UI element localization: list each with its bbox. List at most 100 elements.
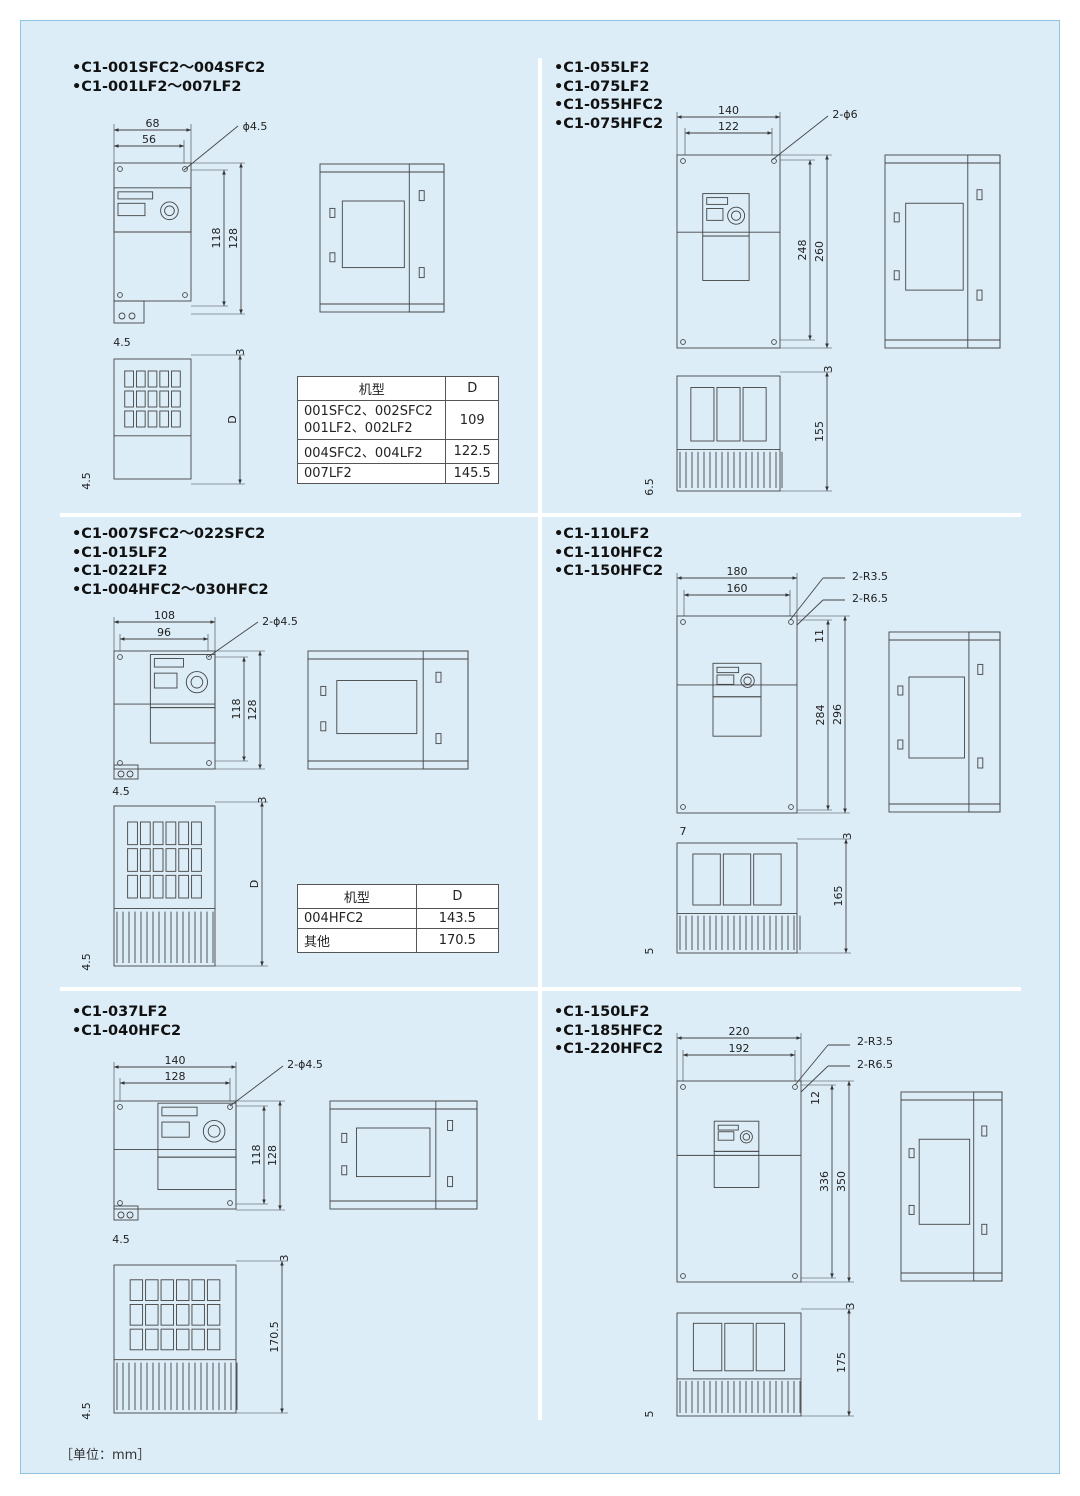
vent-slot: [152, 848, 164, 872]
vent-slot: [129, 1304, 144, 1326]
dimension-label: 3: [256, 797, 269, 804]
model-name: •C1-055LF2: [554, 60, 650, 76]
vent-slot: [124, 390, 134, 408]
model-name: •C1-001SFC2～004SFC2: [72, 60, 266, 76]
keypad-button: [706, 208, 724, 221]
side-slot: [435, 671, 442, 683]
dial-knob-icon: [742, 1133, 751, 1141]
vent-slot: [755, 1322, 786, 1372]
model-name: •C1-040HFC2: [72, 1022, 182, 1039]
model-name: •C1-037LF2: [72, 1004, 168, 1020]
side-slot: [976, 289, 983, 301]
vent-slot: [129, 1279, 144, 1301]
leader-line: [796, 599, 824, 626]
table-cell-depth: 122.5: [445, 439, 499, 464]
heatsink-profile: [973, 1091, 1003, 1282]
side-slot: [418, 190, 425, 202]
model-name: •C1-110HFC2: [554, 544, 664, 561]
vent-slot: [135, 370, 146, 388]
dimension-label: 5: [643, 948, 656, 955]
dimension-label: 128: [165, 1070, 186, 1083]
keypad-button: [717, 1131, 735, 1141]
terminal-screw-icon: [118, 312, 126, 320]
mounting-hole: [792, 1273, 798, 1279]
table-row: 004HFC2 143.5: [297, 908, 500, 929]
side-slot: [435, 733, 442, 745]
side-panel-recess: [905, 202, 964, 291]
vent-slot: [145, 1279, 159, 1301]
model-name: •C1-055HFC2: [554, 97, 664, 114]
table-row: 001SFC2、002SFC2 001LF2、002LF2 109: [296, 400, 499, 440]
vent-slot: [178, 874, 190, 899]
vent-slot: [139, 821, 151, 846]
leader-line: [229, 1065, 284, 1107]
side-slot: [897, 739, 904, 750]
model-name: •C1-150LF2: [554, 1004, 650, 1020]
vent-slot: [127, 848, 138, 872]
model-name: •C1-075HFC2: [554, 115, 664, 132]
side-slot: [447, 1119, 454, 1131]
dimension-label: 4.5: [113, 336, 131, 349]
dimension-label: 175: [835, 1352, 848, 1373]
display-window: [153, 658, 184, 668]
terminal-cover: [702, 235, 750, 281]
keypad-button: [716, 674, 735, 685]
dimension-label: 6.5: [643, 478, 656, 496]
vent-slot: [178, 821, 190, 846]
vent-slot: [176, 1279, 190, 1301]
dimension-label: 220: [729, 1025, 750, 1038]
terminal-screw-icon: [128, 312, 136, 320]
dimension-label: 2-R3.5: [852, 570, 888, 583]
dimension-label: D: [248, 880, 261, 888]
mounting-hole: [117, 1200, 123, 1206]
dimension-label: 260: [813, 241, 826, 262]
vent-slot: [191, 1328, 205, 1351]
model-name: •C1-150HFC2: [554, 563, 664, 580]
dimension-label: 2-R3.5: [857, 1035, 893, 1048]
keypad-button: [117, 202, 146, 217]
vent-slot: [159, 410, 170, 428]
dial-knob-icon: [743, 676, 752, 685]
heatsink-profile: [408, 163, 445, 313]
side-slot: [447, 1176, 454, 1188]
vent-slot: [692, 1322, 723, 1372]
horizontal-divider-2: [60, 987, 1021, 991]
vent-slot: [152, 874, 164, 899]
vent-slot: [145, 1304, 159, 1326]
model-name: •C1-015LF2: [72, 544, 168, 561]
vent-slot: [127, 821, 138, 846]
vent-slot: [716, 387, 741, 442]
mounting-hole: [227, 1104, 233, 1110]
vent-slot: [176, 1304, 190, 1326]
foot-bracket: [113, 764, 139, 780]
vent-slot: [147, 410, 158, 428]
side-slot: [981, 1125, 988, 1137]
dimension-label: 296: [831, 704, 844, 725]
vent-slot: [191, 1279, 205, 1301]
side-slot: [893, 270, 900, 281]
side-slot: [976, 189, 983, 201]
terminal-screw-icon: [117, 1211, 125, 1219]
unit-label: ［单位：mm］: [60, 1448, 151, 1463]
dimension-label: 4.5: [80, 1402, 93, 1420]
side-view-outline: [900, 1091, 1003, 1282]
vent-slot: [690, 387, 715, 442]
mounting-hole: [117, 1104, 123, 1110]
model-list-s5: •C1-037LF2 •C1-040HFC2: [72, 1003, 181, 1040]
dimension-label: 192: [729, 1042, 750, 1055]
dimension-label: 5: [643, 1411, 656, 1418]
table-cell-depth: 109: [445, 400, 499, 440]
front-view-outline: [676, 154, 781, 349]
vertical-divider: [538, 58, 542, 1420]
vent-slot: [722, 853, 752, 906]
vent-slot: [191, 821, 202, 846]
table-cell-model: 其他: [297, 928, 417, 953]
dimension-label: 4.5: [80, 472, 93, 490]
table-cell-model: 007LF2: [296, 463, 447, 484]
front-view-outline: [676, 615, 798, 814]
dimension-label: 165: [832, 886, 845, 907]
mounting-hole: [680, 158, 686, 164]
vent-slot: [129, 1328, 144, 1351]
vent-slot: [191, 874, 202, 899]
dimension-label: 2-R6.5: [852, 592, 888, 605]
